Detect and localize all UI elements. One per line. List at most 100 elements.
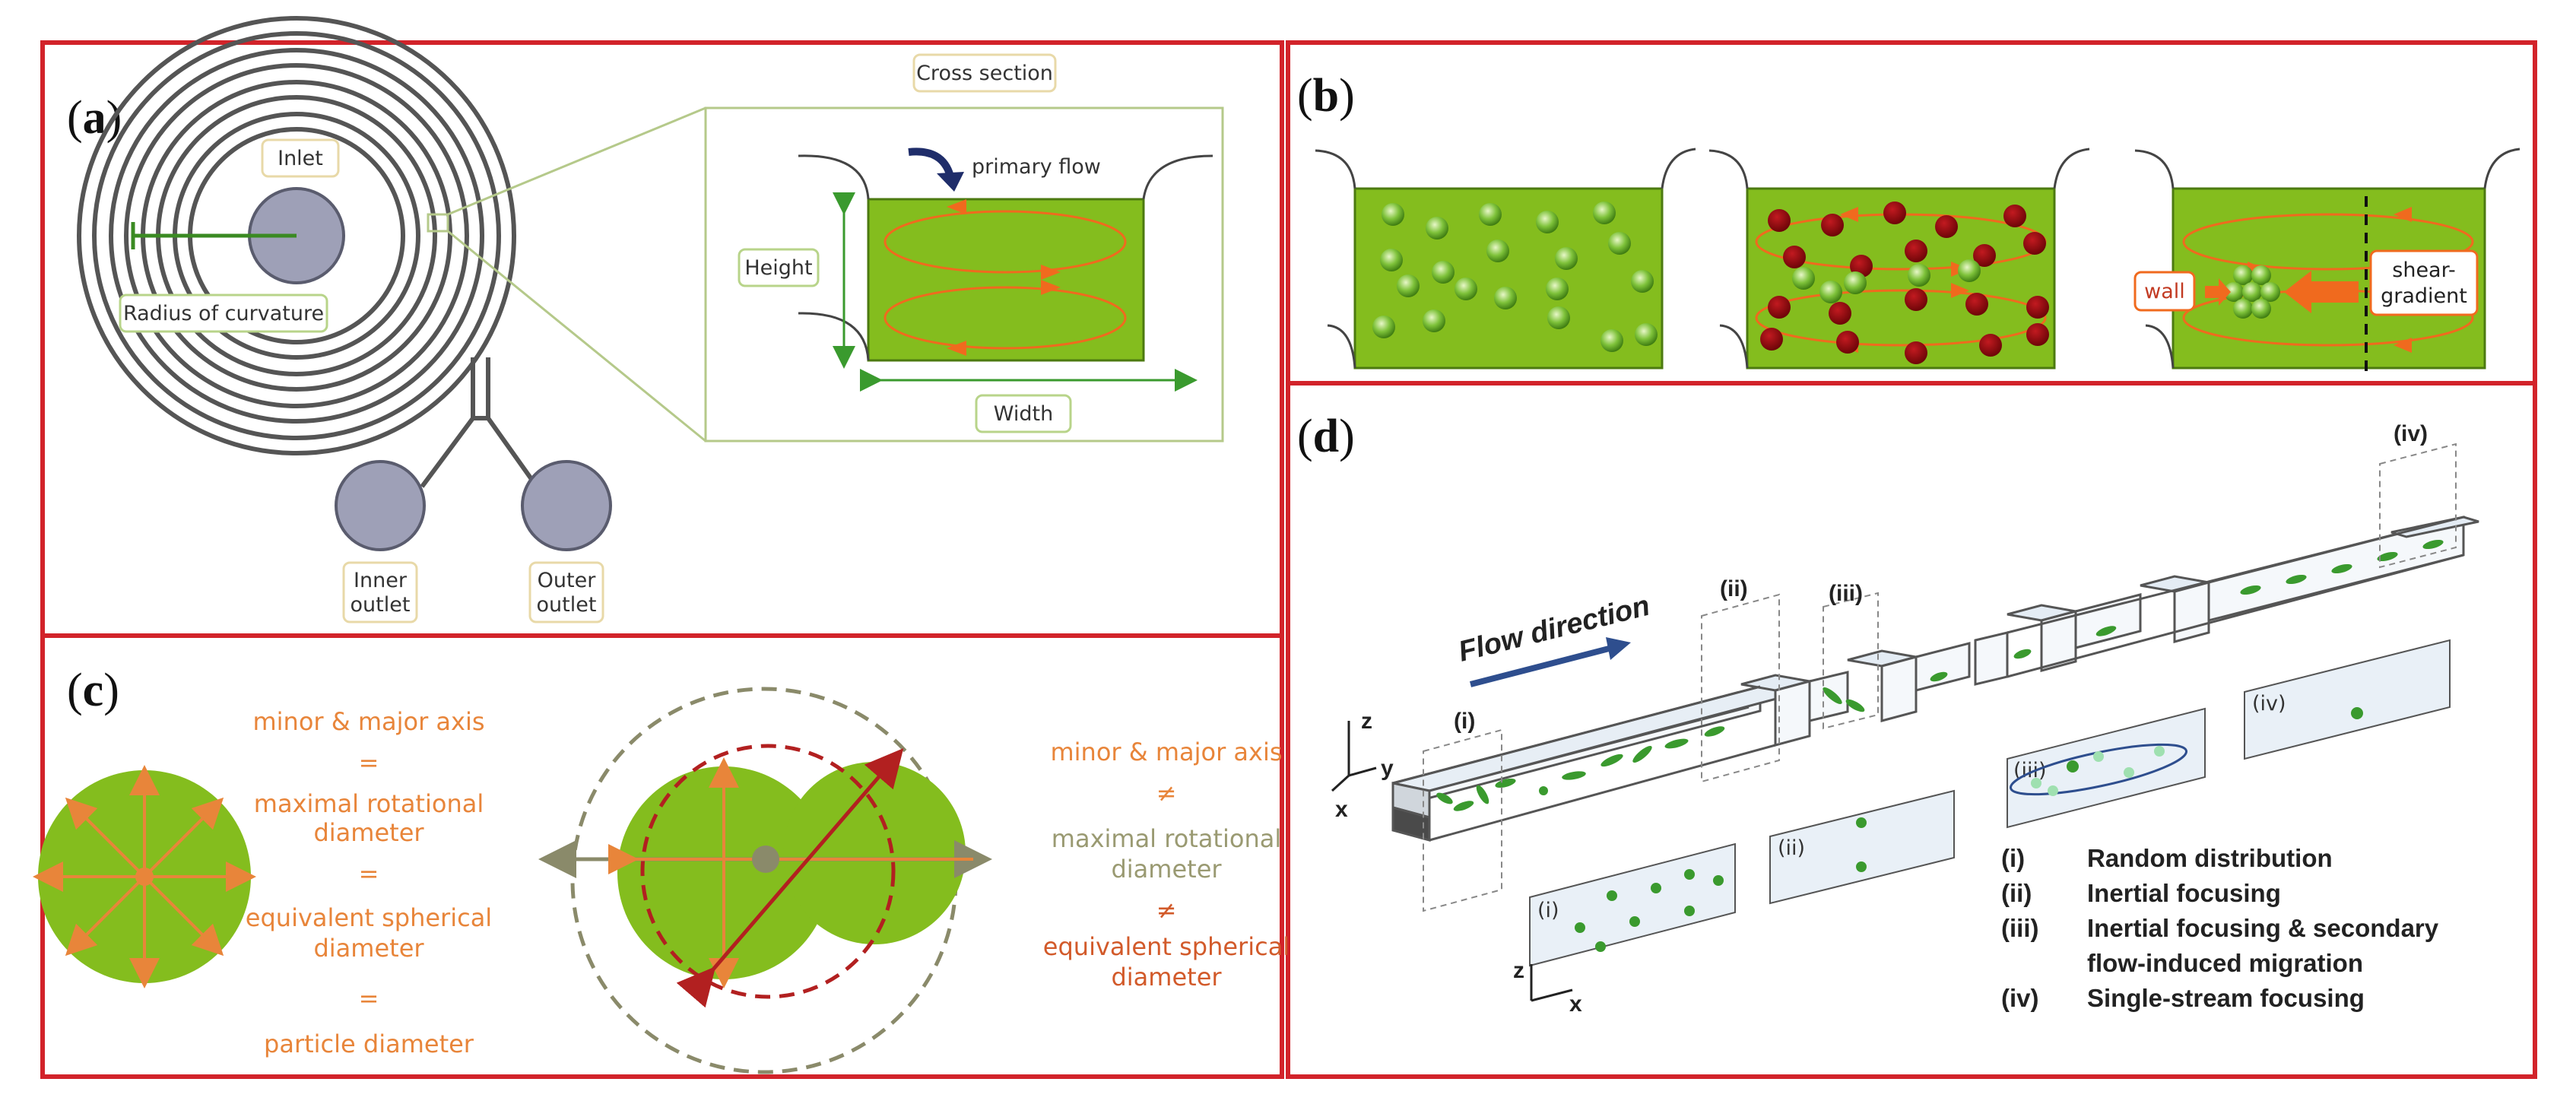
svg-text:=: = <box>359 859 379 888</box>
height-callout: Height <box>738 248 820 287</box>
flow-direction-label: Flow direction <box>1455 590 1653 668</box>
vortex-top <box>884 210 1127 274</box>
svg-text:Inertial focusing: Inertial focusing <box>2087 879 2281 907</box>
particle-green <box>1631 270 1654 293</box>
svg-text:maximal rotational: maximal rotational <box>1052 824 1281 853</box>
panel-d: (d) <box>1297 411 2479 1017</box>
svg-text:Single-stream focusing: Single-stream focusing <box>2087 984 2365 1012</box>
svg-text:Outer: Outer <box>538 569 597 592</box>
svg-text:shear-: shear- <box>2392 259 2455 282</box>
particle-green <box>1494 287 1517 309</box>
primary-flow-arrowhead <box>937 172 964 192</box>
svg-text:gradient: gradient <box>2381 284 2467 308</box>
svg-text:Inertial focusing & secondary: Inertial focusing & secondary <box>2087 914 2439 942</box>
spiral-channel <box>77 16 539 488</box>
svg-text:(i): (i) <box>1537 899 1559 922</box>
particle-green <box>1908 264 1930 287</box>
svg-text:diameter: diameter <box>1111 963 1222 992</box>
svg-text:(iv): (iv) <box>2001 984 2039 1012</box>
channel-outline <box>1392 516 2479 842</box>
primary-flow-label: primary flow <box>972 155 1101 179</box>
particle-red <box>1973 244 1996 267</box>
inset-axis-z-label: z <box>1513 958 1524 983</box>
svg-text:(iv): (iv) <box>2394 421 2428 446</box>
section-planes <box>1423 443 2457 912</box>
flow-direction-arrowhead <box>1606 637 1631 660</box>
svg-text:diameter: diameter <box>1111 855 1222 884</box>
svg-text:(i): (i) <box>1454 709 1475 734</box>
panel-d-label: (d) <box>1297 411 1355 462</box>
doublet-particle <box>538 687 992 1074</box>
svg-text:(iii): (iii) <box>2001 914 2038 942</box>
svg-text:Width: Width <box>994 402 1053 426</box>
particle-green <box>1426 217 1448 240</box>
svg-text:maximal rotational: maximal rotational <box>254 789 484 818</box>
particle-red <box>1768 296 1791 319</box>
svg-text:=: = <box>359 748 379 777</box>
sphere-equalities: minor & major axis = maximal rotational … <box>246 707 492 1058</box>
svg-text:Inlet: Inlet <box>278 147 323 170</box>
radius-callout: Radius of curvature <box>119 293 328 333</box>
panel-d-frame <box>1286 381 2537 1079</box>
width-callout: Width <box>975 394 1072 433</box>
vortex-bottom <box>884 286 1127 350</box>
particle-green <box>1479 203 1502 226</box>
particle-green <box>1455 278 1477 300</box>
section-labels: (i) (ii) (iii) (iv) <box>1454 421 2428 734</box>
shear-force-arrow <box>2284 271 2359 313</box>
svg-text:≠: ≠ <box>1156 779 1177 807</box>
inset-iv: (iv) <box>2244 639 2451 760</box>
particle-red <box>1836 331 1859 354</box>
outer-outlet-callout: Outer outlet <box>528 561 604 623</box>
axes-2d <box>1530 964 1573 1002</box>
doublet-inequalities: minor & major axis ≠ maximal rotational … <box>1043 738 1290 992</box>
particle-green <box>1546 278 1569 300</box>
particle-red <box>1935 215 1958 238</box>
particle-green <box>1635 323 1658 346</box>
particle-green <box>1432 261 1455 284</box>
svg-text:outlet: outlet <box>351 593 411 617</box>
particle-red <box>1883 201 1906 224</box>
svg-text:(ii): (ii) <box>1778 836 1805 860</box>
panel-c-label: (c) <box>67 665 119 716</box>
svg-text:Random distribution: Random distribution <box>2087 844 2333 872</box>
inset-axis-x-label: x <box>1569 992 1582 1017</box>
vortex-arrow-1 <box>947 199 966 214</box>
inset-i: (i) <box>1529 842 1736 967</box>
focused-cluster <box>2224 265 2280 319</box>
particle-green <box>1372 316 1395 338</box>
particle-green <box>1819 281 1842 303</box>
particle-green <box>1600 329 1623 352</box>
axis-x-label: x <box>1335 797 1348 822</box>
svg-text:flow-induced migration: flow-induced migration <box>2087 949 2363 977</box>
outer-outlet-reservoir <box>521 460 612 551</box>
svg-text:minor & major axis: minor & major axis <box>1050 738 1282 766</box>
svg-text:diameter: diameter <box>313 934 424 963</box>
svg-text:(i): (i) <box>2001 844 2025 872</box>
flow-direction-arrow <box>1470 645 1613 687</box>
particle-red <box>1905 288 1927 311</box>
axes-3d <box>1331 721 1377 792</box>
svg-text:equivalent spherical: equivalent spherical <box>246 903 492 932</box>
particle-red <box>1829 302 1851 325</box>
svg-text:Height: Height <box>744 256 812 280</box>
particle-red <box>1979 334 2002 357</box>
particle-red <box>2026 323 2049 346</box>
particle-green <box>1555 247 1578 270</box>
particle-red <box>1783 246 1806 268</box>
panel-frames <box>40 40 2537 1079</box>
svg-text:particle diameter: particle diameter <box>264 1030 474 1058</box>
svg-text:equivalent spherical: equivalent spherical <box>1043 932 1290 961</box>
svg-text:=: = <box>359 984 379 1013</box>
wall-curve-right-top <box>1142 154 1213 200</box>
particle-green <box>1844 271 1867 294</box>
svg-text:(iv): (iv) <box>2252 692 2286 715</box>
panel-b: (b) <box>1297 70 2520 376</box>
svg-text:≠: ≠ <box>1156 896 1177 925</box>
svg-text:diameter: diameter <box>313 818 424 847</box>
cross-section-channel <box>867 198 1145 362</box>
particle-red <box>1768 209 1791 232</box>
wall-curve-left-top <box>798 154 870 200</box>
svg-text:Radius of curvature: Radius of curvature <box>123 302 324 325</box>
cross-section-vortex <box>1708 148 2090 370</box>
